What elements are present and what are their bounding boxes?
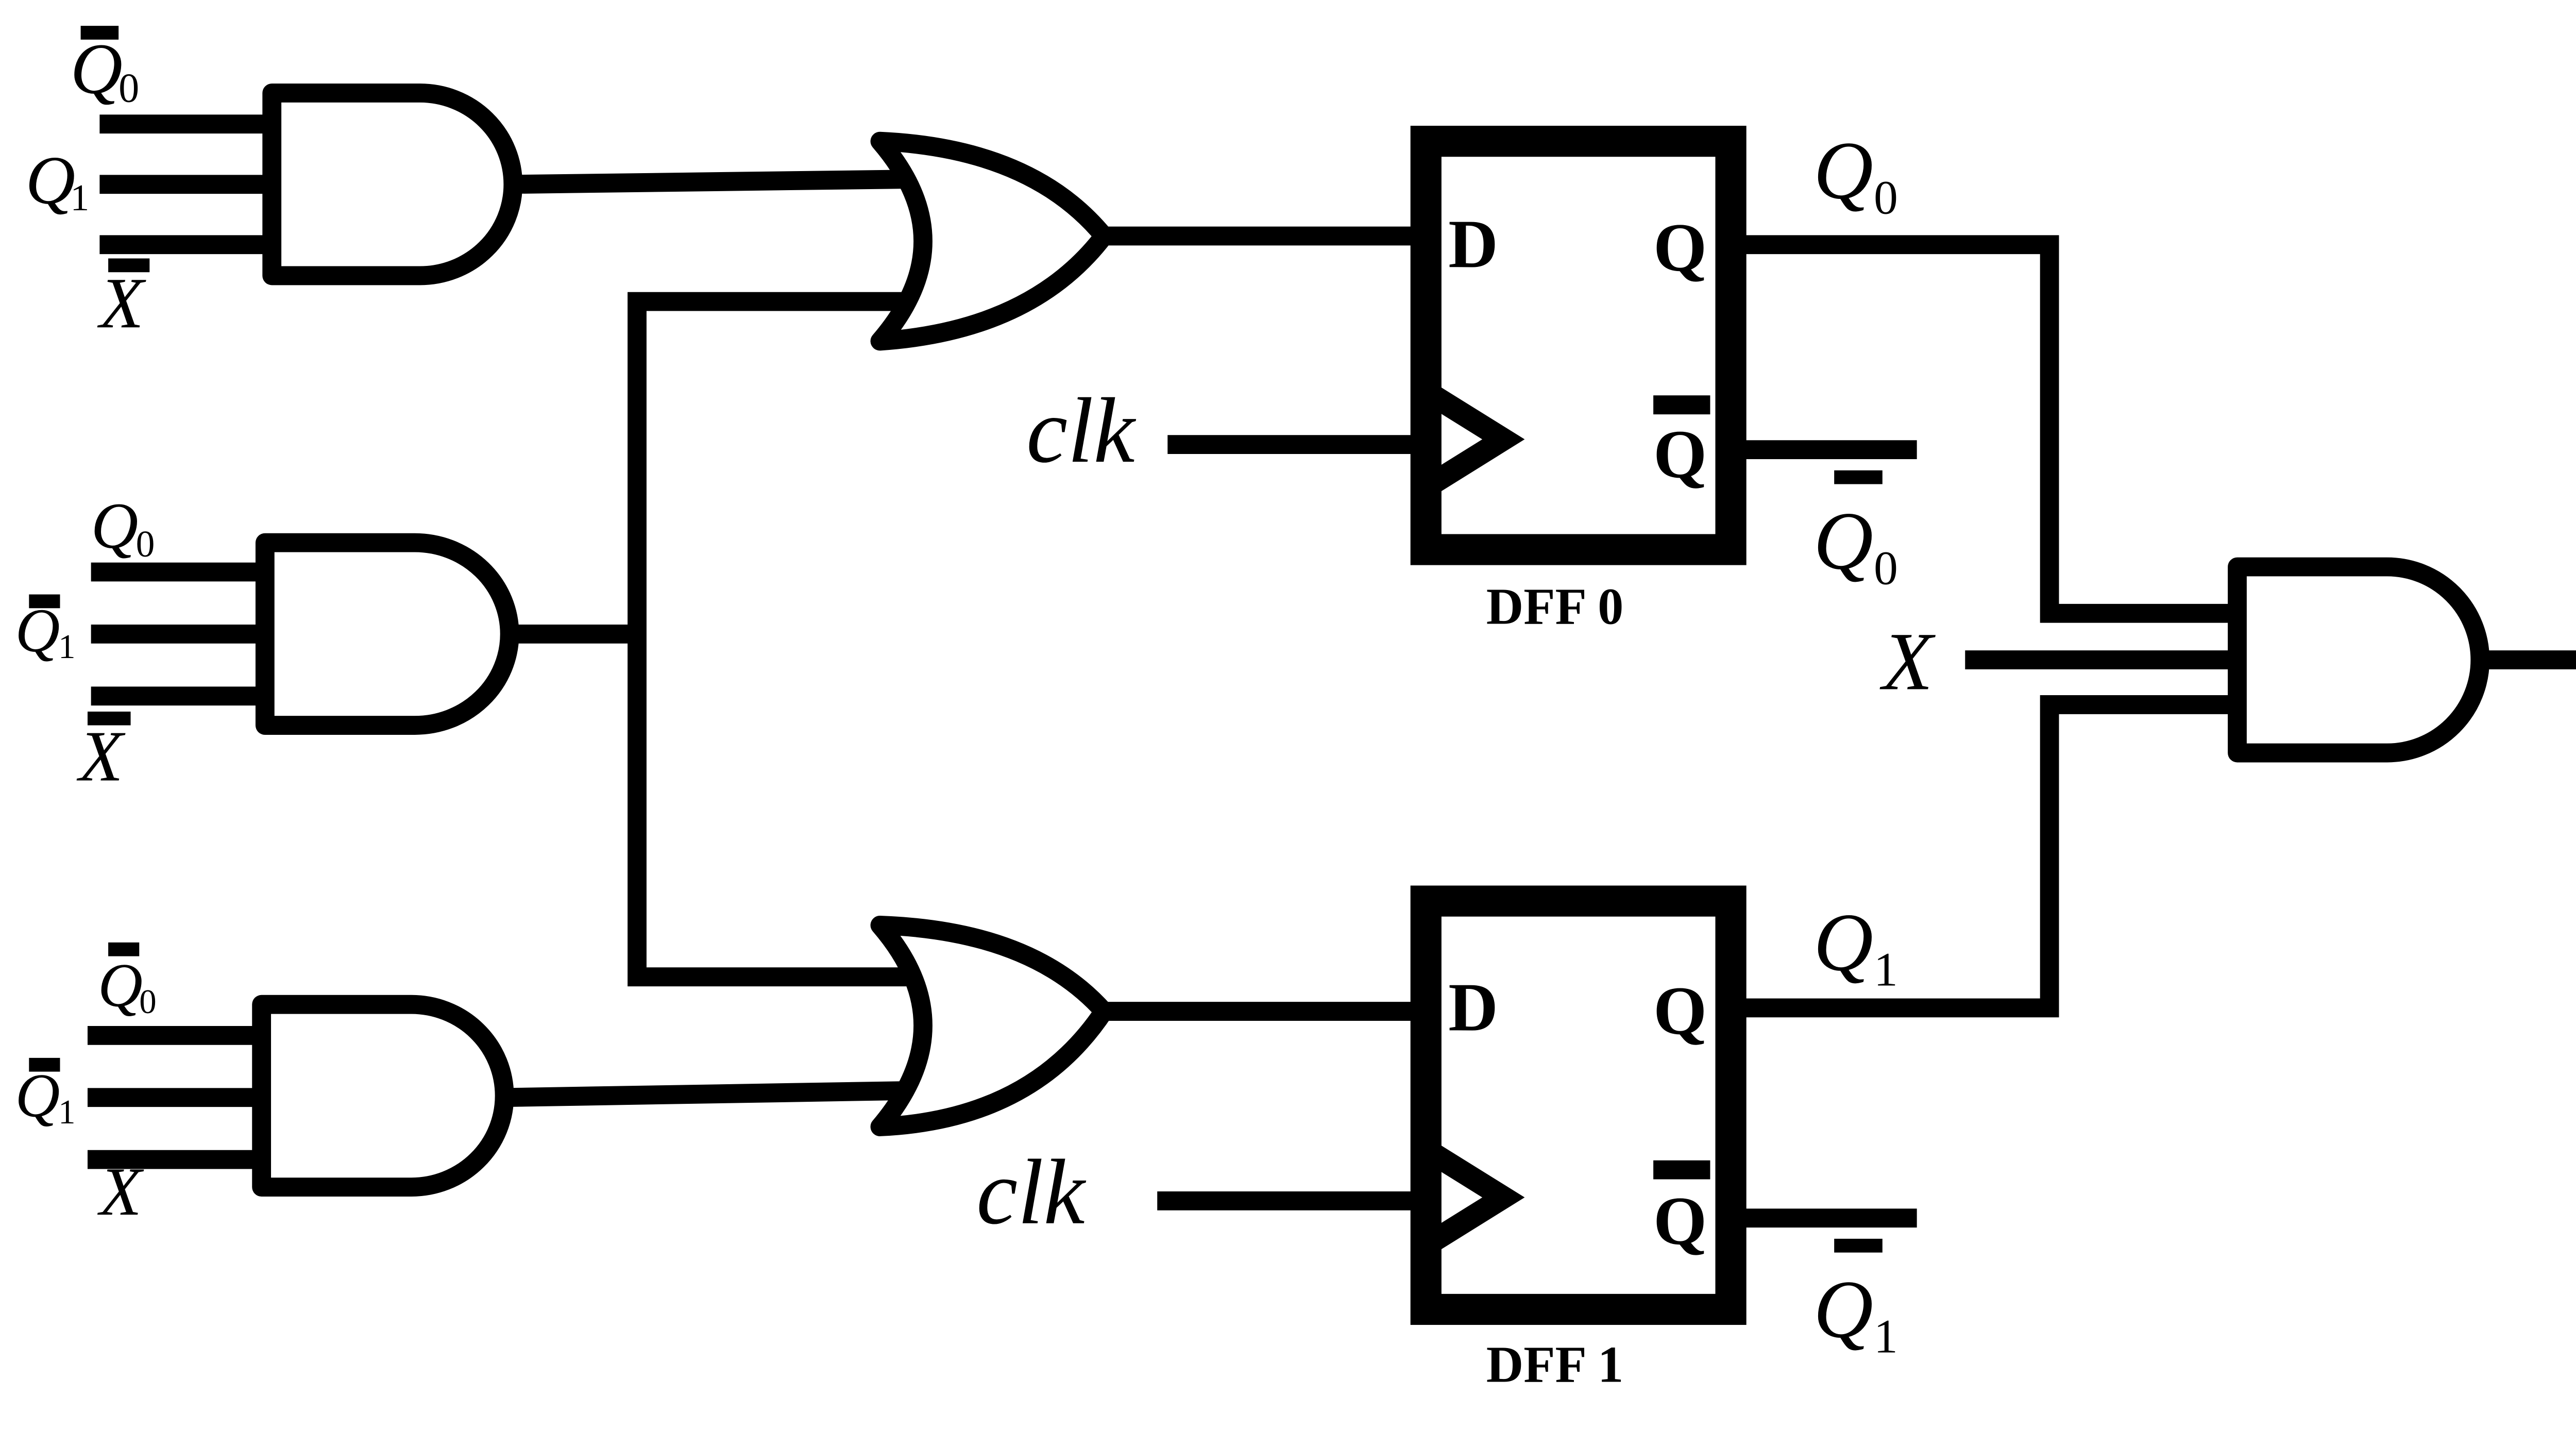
signal-subscript: 0 [118, 65, 139, 111]
signal-name: X [97, 1153, 144, 1230]
dff1-d-pin: D [1448, 969, 1498, 1045]
label-q1-output: Q 1 [1814, 896, 1898, 996]
dff0-label: DFF 0 [1486, 578, 1623, 635]
clk-label-dff0: clk [1026, 379, 1136, 482]
signal-name: Q [98, 952, 143, 1020]
signal-name: X [97, 263, 146, 343]
and-gate-top [262, 83, 523, 285]
dff0-clock-triangle [1420, 381, 1525, 497]
label-and-mid-in-2: Q 1 [15, 594, 76, 666]
or-gate-top [870, 131, 1113, 351]
label-and-top-in-1: Q 0 [71, 26, 139, 111]
label-q0bar-output: Q 0 [1814, 470, 1898, 595]
and-gate-bottom [252, 995, 514, 1197]
dff1-label: DFF 1 [1486, 1336, 1623, 1393]
signal-name: Q [26, 142, 76, 218]
dff1-clock-triangle [1420, 1139, 1525, 1255]
signal-subscript: 1 [1874, 1310, 1898, 1364]
label-q0-output: Q 0 [1814, 124, 1898, 224]
label-and-mid-in-1: Q 0 [91, 490, 155, 565]
signal-name: Q [71, 29, 123, 109]
signal-subscript: 0 [1874, 172, 1898, 225]
signal-subscript: 1 [58, 628, 75, 666]
wire-and-bot-to-or-bot [504, 1081, 910, 1107]
signal-name: Q [15, 1062, 60, 1131]
flip-flop-1: D Q Q DFF 1 [1410, 885, 1747, 1393]
wires [87, 114, 2576, 1228]
label-q1bar-output: Q 1 [1814, 1238, 1898, 1364]
signal-name: Q [1814, 1263, 1873, 1355]
signal-name: Q [1814, 495, 1873, 586]
x-input-label: X [1879, 615, 1936, 707]
dff0-q-pin: Q [1653, 209, 1707, 285]
label-and-bot-in-2: Q 1 [15, 1057, 76, 1131]
wire-and-top-to-or-top [511, 170, 906, 194]
signal-subscript: 0 [136, 523, 155, 565]
dff1-body [1410, 885, 1747, 1325]
signal-name: Q [1814, 124, 1873, 216]
flip-flop-0: D Q Q DFF 0 [1410, 126, 1747, 635]
label-and-bot-in-3: X [97, 1153, 144, 1230]
wire-q0-to-output-and [1731, 235, 2238, 623]
and-gate-middle [255, 533, 519, 735]
signal-subscript: 1 [1874, 943, 1898, 996]
clk-label-dff1: clk [976, 1141, 1086, 1244]
dff1-qbar-pin: Q [1653, 1183, 1707, 1259]
label-and-top-in-3: X [97, 258, 150, 343]
signal-name: Q [91, 490, 139, 562]
signal-subscript: 0 [1874, 542, 1898, 595]
dff1-q-pin: Q [1653, 972, 1707, 1049]
wire-q1-to-output-and [1731, 695, 2238, 1018]
dff0-qbar-pin: Q [1653, 416, 1707, 492]
wire-shared-to-or-top [628, 292, 909, 987]
signal-subscript: 1 [71, 176, 90, 218]
label-and-bot-in-1: Q 0 [98, 942, 157, 1021]
dff0-body [1410, 126, 1747, 565]
or-gate-bottom [870, 916, 1113, 1136]
label-and-mid-in-3: X [76, 711, 131, 797]
gates [252, 83, 2490, 1197]
signal-name: Q [1814, 896, 1873, 988]
and-gate-output [2228, 557, 2490, 763]
dff0-d-pin: D [1448, 206, 1498, 282]
signal-subscript: 1 [58, 1093, 75, 1131]
signal-subscript: 0 [139, 983, 156, 1021]
label-and-top-in-2: Q 1 [26, 142, 90, 218]
signal-name: X [76, 717, 126, 797]
signal-name: Q [15, 597, 60, 665]
